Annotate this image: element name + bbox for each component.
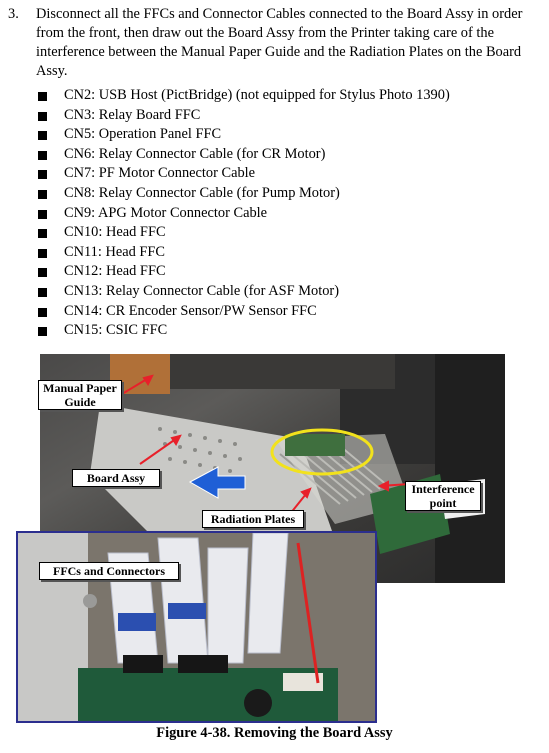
square-bullet-icon: [38, 287, 47, 297]
square-bullet-icon: [38, 92, 47, 101]
figure-caption: Figure 4-38. Removing the Board Assy: [156, 725, 393, 741]
step-number: 3.: [8, 6, 19, 22]
ffc-connectors-illustration: [18, 533, 375, 721]
square-bullet-icon: [38, 307, 47, 317]
square-bullet-icon: [38, 189, 47, 199]
square-bullet-icon: [38, 150, 47, 160]
square-bullet-icon: [38, 327, 47, 337]
square-bullet-icon: [38, 111, 47, 121]
square-bullet-icon: [38, 229, 47, 239]
square-bullet-icon: [38, 268, 47, 278]
callout-ffcs-and-connectors: FFCs and Connectors: [39, 562, 179, 580]
square-bullet-icon: [38, 248, 47, 258]
callout-interference-point: Interference point: [405, 481, 481, 511]
callout-radiation-plates: Radiation Plates: [202, 510, 304, 528]
step-text: Disconnect all the FFCs and Connector Ca…: [36, 6, 523, 79]
square-bullet-icon: [38, 170, 47, 180]
square-bullet-icon: [38, 131, 47, 141]
ffc-inset-photo: [16, 531, 377, 723]
square-bullet-icon: [38, 209, 47, 219]
callout-board-assy: Board Assy: [72, 469, 160, 487]
callout-manual-paper-guide: Manual Paper Guide: [38, 380, 122, 410]
